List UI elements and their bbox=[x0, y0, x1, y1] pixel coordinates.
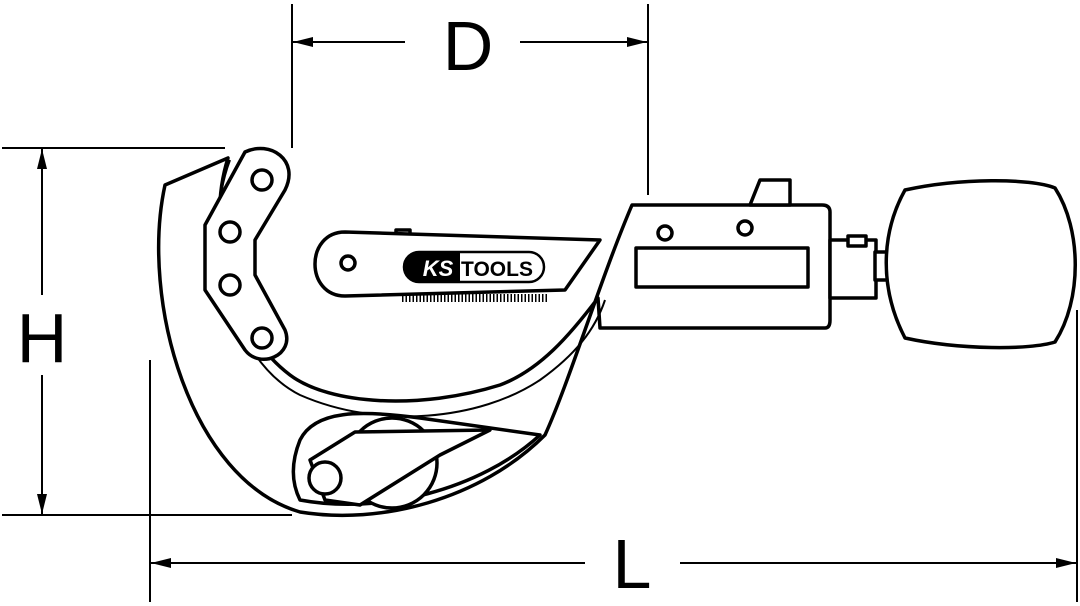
frame-tab bbox=[748, 178, 792, 207]
svg-text:TOOLS: TOOLS bbox=[461, 258, 533, 281]
pivot-arm bbox=[203, 146, 291, 361]
dimension-label-h: H bbox=[17, 299, 68, 377]
blade bbox=[308, 428, 492, 507]
dimension-label-d: D bbox=[443, 7, 494, 85]
body-window bbox=[634, 246, 810, 289]
rivet bbox=[736, 219, 754, 237]
svg-text:KS: KS bbox=[423, 256, 454, 281]
slider-bar: KS TOOLS bbox=[313, 228, 602, 302]
rivet bbox=[339, 254, 357, 272]
pivot-pin bbox=[307, 460, 343, 496]
rivet bbox=[250, 168, 274, 192]
rivet bbox=[656, 224, 674, 242]
rivet bbox=[218, 273, 242, 297]
feed-knob[interactable] bbox=[828, 178, 1077, 350]
dimension-label-l: L bbox=[613, 525, 652, 603]
rivet bbox=[218, 220, 242, 244]
ks-tools-logo: KS TOOLS bbox=[402, 250, 546, 284]
dimension-h: H bbox=[2, 147, 292, 516]
roller-assembly bbox=[291, 411, 542, 510]
dimension-l: L bbox=[149, 310, 1078, 603]
dimension-d: D bbox=[291, 4, 649, 195]
rivet bbox=[250, 326, 274, 350]
